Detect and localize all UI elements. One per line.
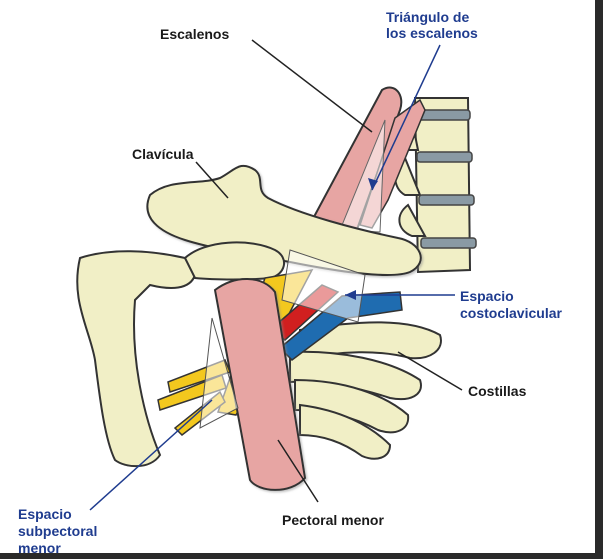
label-clavicula: Clavícula <box>132 146 193 162</box>
frame-edge-bottom <box>0 553 603 559</box>
label-subpectoral-line1: Espacio <box>18 506 72 522</box>
label-triangulo-line2: los escalenos <box>386 25 478 41</box>
label-costillas: Costillas <box>468 383 526 399</box>
label-triangulo-line1: Triángulo de <box>386 9 469 25</box>
coracoid-process <box>185 242 284 279</box>
label-pectoral-menor: Pectoral menor <box>282 512 384 528</box>
label-subpectoral-line2: subpectoral <box>18 523 97 539</box>
leader-escalenos <box>252 40 372 132</box>
label-escalenos: Escalenos <box>160 26 229 42</box>
label-costoclavicular-line2: costoclavicular <box>460 305 562 321</box>
frame-edge-right <box>595 0 603 559</box>
label-costoclavicular-line1: Espacio <box>460 288 514 304</box>
scapula-acromion <box>77 251 195 466</box>
